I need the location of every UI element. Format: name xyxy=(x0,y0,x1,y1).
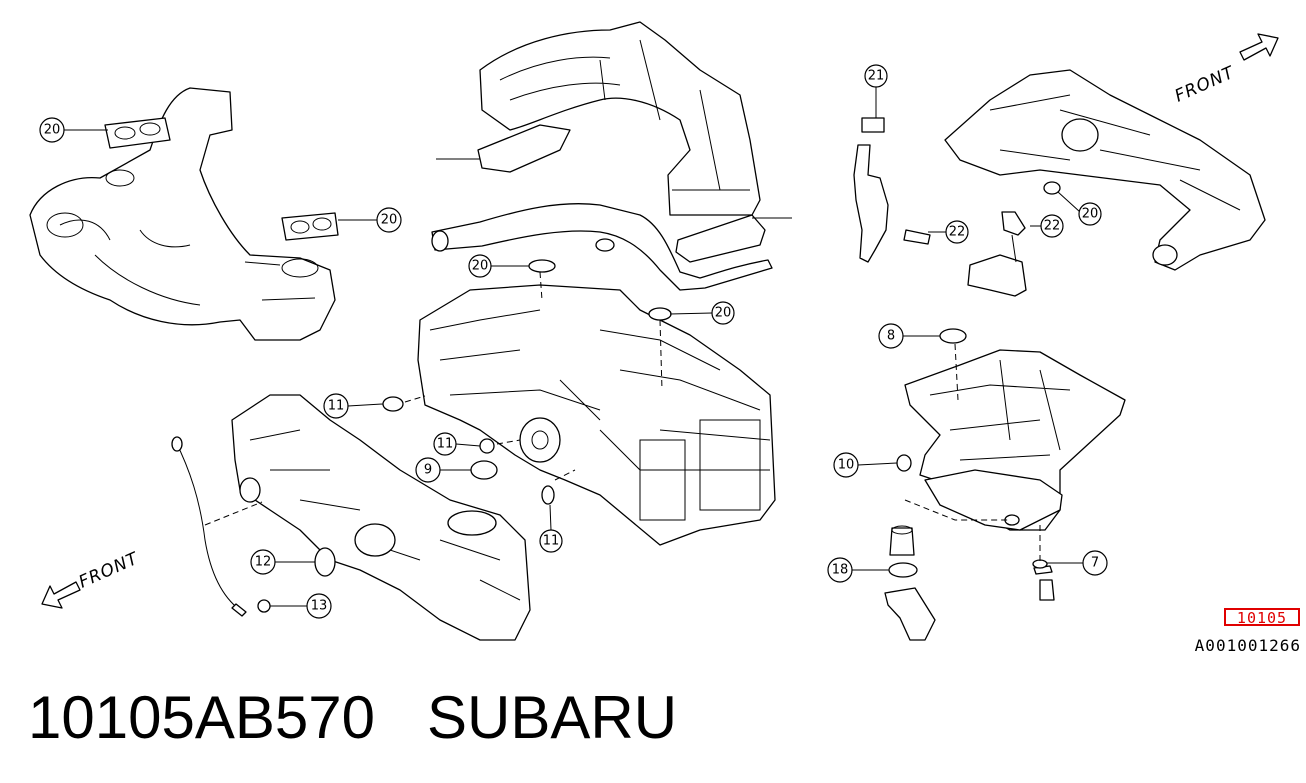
assembly-lines xyxy=(204,271,1041,562)
callout-12: 12 xyxy=(250,549,276,575)
o-ring-part xyxy=(470,460,498,480)
svg-text:8: 8 xyxy=(887,329,895,344)
callout-7: 7 xyxy=(1082,550,1108,576)
seal-part xyxy=(314,547,336,577)
engine-block-part xyxy=(417,284,776,546)
o-ring-part xyxy=(541,485,555,505)
callout-11: 11 xyxy=(433,432,457,456)
svg-text:20: 20 xyxy=(44,123,61,138)
highlighted-part-ref: 10105 xyxy=(1224,608,1300,627)
exhaust-gasket-part xyxy=(104,117,171,149)
svg-text:7: 7 xyxy=(1091,556,1099,571)
o-ring-part xyxy=(888,562,918,578)
dipstick-part xyxy=(171,436,247,617)
thermostat-housing-part xyxy=(967,211,1027,297)
callout-10: 10 xyxy=(833,452,859,478)
exhaust-manifold-part xyxy=(29,87,336,341)
right-intake-part xyxy=(944,69,1266,271)
svg-text:11: 11 xyxy=(543,534,560,549)
svg-text:20: 20 xyxy=(472,259,489,274)
svg-text:22: 22 xyxy=(1044,219,1061,234)
intake-manifold-part xyxy=(479,21,761,216)
o-ring-part xyxy=(479,438,495,454)
svg-text:FRONT: FRONT xyxy=(1172,62,1238,106)
svg-text:9: 9 xyxy=(424,463,432,478)
callout-22: 22 xyxy=(1040,214,1064,238)
svg-text:21: 21 xyxy=(868,69,885,84)
callout-20: 20 xyxy=(711,301,735,325)
svg-text:18: 18 xyxy=(832,563,849,578)
callout-20: 20 xyxy=(376,207,402,233)
callout-8: 8 xyxy=(878,323,904,349)
callout-11: 11 xyxy=(539,529,563,553)
callout-20: 20 xyxy=(39,117,65,143)
front-arrow-bottom-left: FRONT xyxy=(41,548,142,609)
callout-13: 13 xyxy=(306,593,332,619)
callout-11: 11 xyxy=(323,393,349,419)
svg-text:22: 22 xyxy=(949,225,966,240)
callout-9: 9 xyxy=(415,457,441,483)
front-arrow-top-right: FRONT xyxy=(1172,33,1279,107)
brand-name: SUBARU xyxy=(427,684,678,751)
svg-text:20: 20 xyxy=(715,306,732,321)
parts-diagram: 20 20 21 22 22 20 20 20 8 11 11 9 xyxy=(29,21,1279,641)
svg-text:12: 12 xyxy=(255,555,272,570)
drain-plug-part xyxy=(1033,565,1055,601)
o-ring-part xyxy=(382,396,404,412)
callout-21: 21 xyxy=(864,64,888,88)
svg-text:20: 20 xyxy=(1082,207,1099,222)
o-ring-part xyxy=(528,259,556,273)
o-ring-part xyxy=(1043,181,1061,195)
intake-gasket-part xyxy=(477,124,766,263)
svg-text:11: 11 xyxy=(437,437,454,452)
leader-lines xyxy=(64,86,1083,607)
o-ring-part xyxy=(648,307,672,321)
svg-text:13: 13 xyxy=(311,599,328,614)
part-number: 10105AB570 xyxy=(28,684,375,751)
washer-part xyxy=(1032,559,1048,569)
callout-20: 20 xyxy=(468,254,492,278)
svg-text:FRONT: FRONT xyxy=(76,548,142,592)
oil-filter-part xyxy=(884,525,936,641)
svg-text:20: 20 xyxy=(381,213,398,228)
svg-text:10: 10 xyxy=(838,458,855,473)
svg-text:11: 11 xyxy=(328,399,345,414)
timing-cover-part xyxy=(231,394,531,641)
o-ring-part xyxy=(939,328,967,344)
highlighted-part-ref-text: 10105 xyxy=(1236,609,1288,627)
part-caption: 10105AB570 SUBARU xyxy=(28,685,677,751)
pcv-hose-part xyxy=(853,117,931,263)
callout-20: 20 xyxy=(1078,202,1102,226)
illustration-code: A001001266 xyxy=(1194,636,1301,655)
callout-22: 22 xyxy=(945,220,969,244)
callout-18: 18 xyxy=(827,557,853,583)
exhaust-gasket-part xyxy=(281,212,339,241)
oil-pan-part xyxy=(904,349,1126,531)
o-ring-part xyxy=(257,599,271,613)
water-pipe-part xyxy=(431,203,773,291)
o-ring-part xyxy=(896,454,912,472)
